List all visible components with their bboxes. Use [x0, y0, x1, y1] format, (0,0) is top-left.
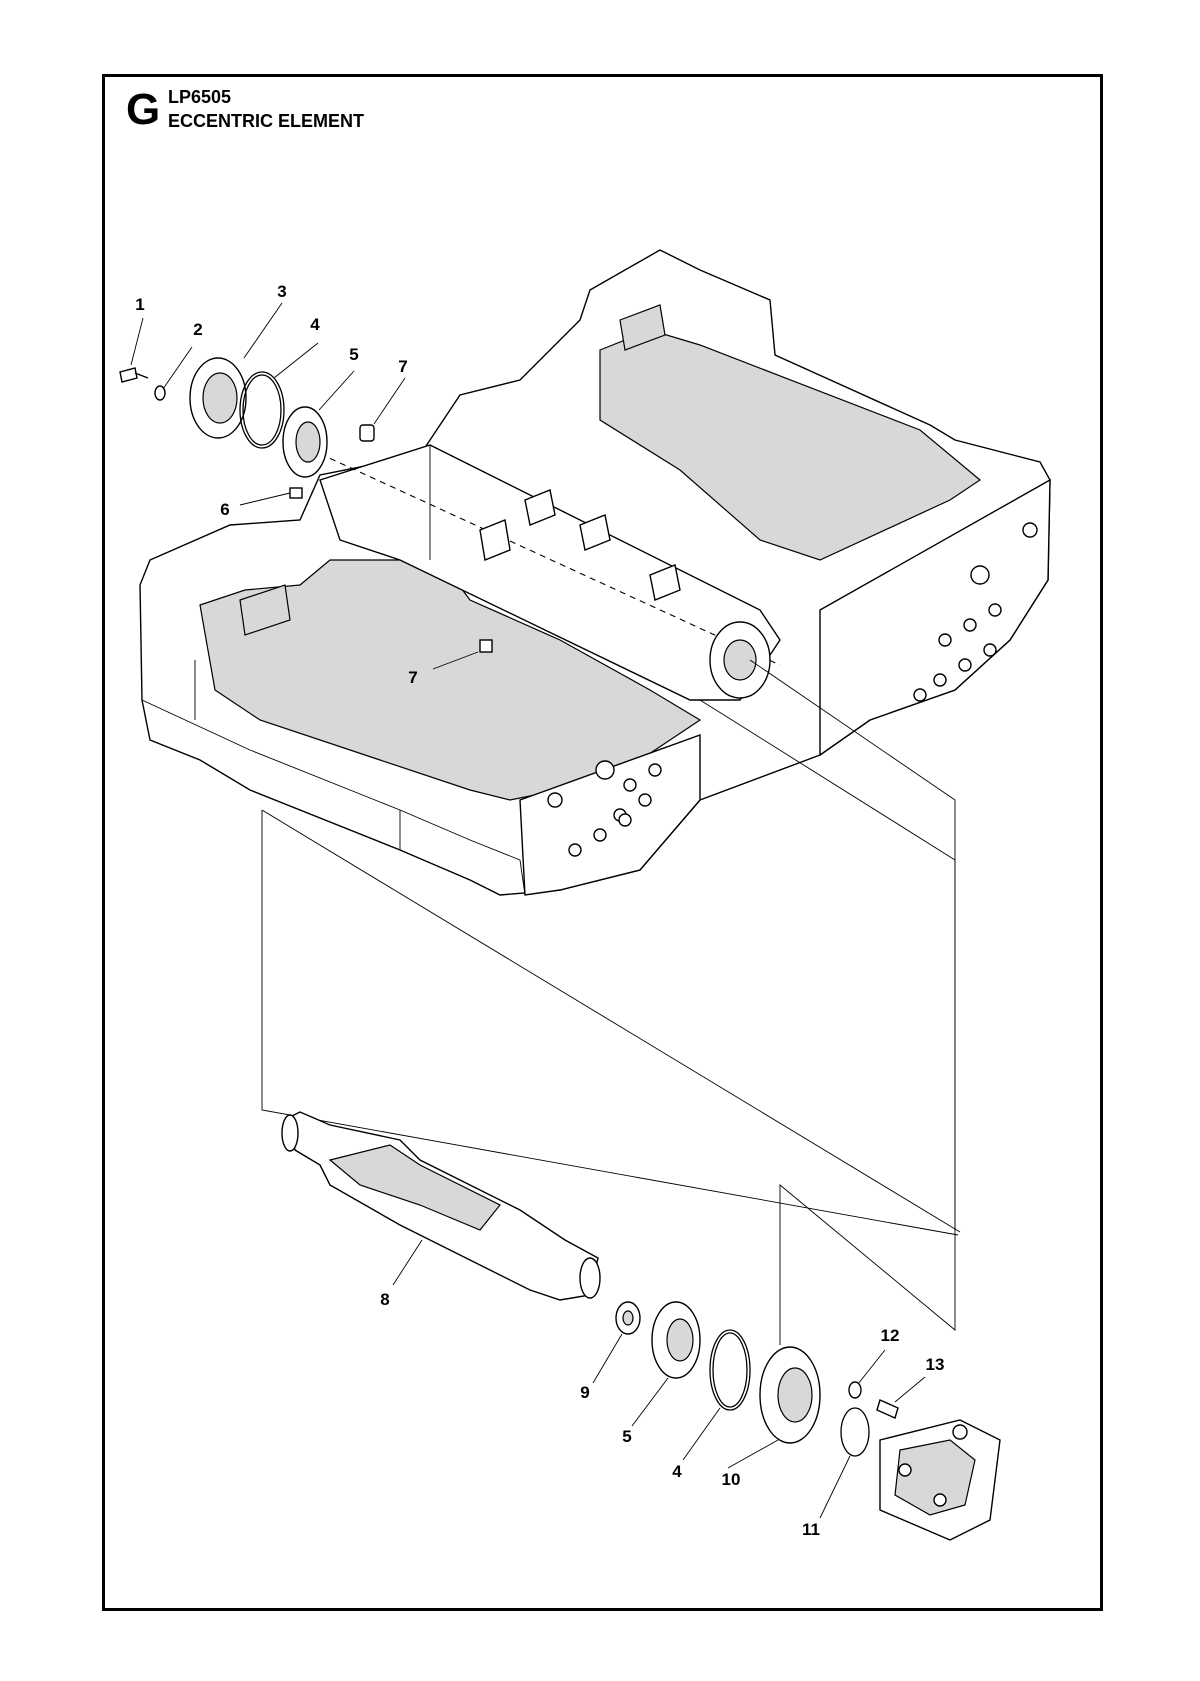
callout-5-lower: 5 — [622, 1427, 631, 1446]
callout-13: 13 — [926, 1355, 945, 1374]
base-plate — [139, 249, 1051, 896]
callout-10: 10 — [722, 1470, 741, 1489]
callout-9: 9 — [580, 1383, 589, 1402]
callout-1: 1 — [135, 295, 144, 314]
diagram-title: ECCENTRIC ELEMENT — [168, 111, 365, 131]
callout-4-lower: 4 — [672, 1462, 682, 1481]
leader-lines — [130, 302, 926, 1519]
model-number: LP6505 — [168, 87, 232, 107]
callout-12: 12 — [881, 1326, 900, 1345]
callout-11: 11 — [802, 1520, 820, 1539]
callout-labels: 1 2 3 4 5 7 6 7 8 9 5 4 10 11 12 13 — [135, 282, 944, 1539]
callout-7-lower: 7 — [408, 668, 417, 687]
callout-3: 3 — [277, 282, 286, 301]
diagram-frame — [102, 74, 1103, 1611]
callout-2: 2 — [193, 320, 202, 339]
upper-exploded-parts — [119, 357, 375, 499]
callout-4-upper: 4 — [310, 315, 320, 334]
eccentric-shaft — [281, 1111, 601, 1301]
callout-6: 6 — [220, 500, 229, 519]
callout-5-upper: 5 — [349, 345, 358, 364]
callout-8: 8 — [380, 1290, 389, 1309]
callout-7-upper: 7 — [398, 357, 407, 376]
section-letter: G — [126, 85, 161, 134]
lower-exploded-parts — [615, 1301, 1001, 1541]
exploded-connector-lines — [261, 659, 961, 1345]
